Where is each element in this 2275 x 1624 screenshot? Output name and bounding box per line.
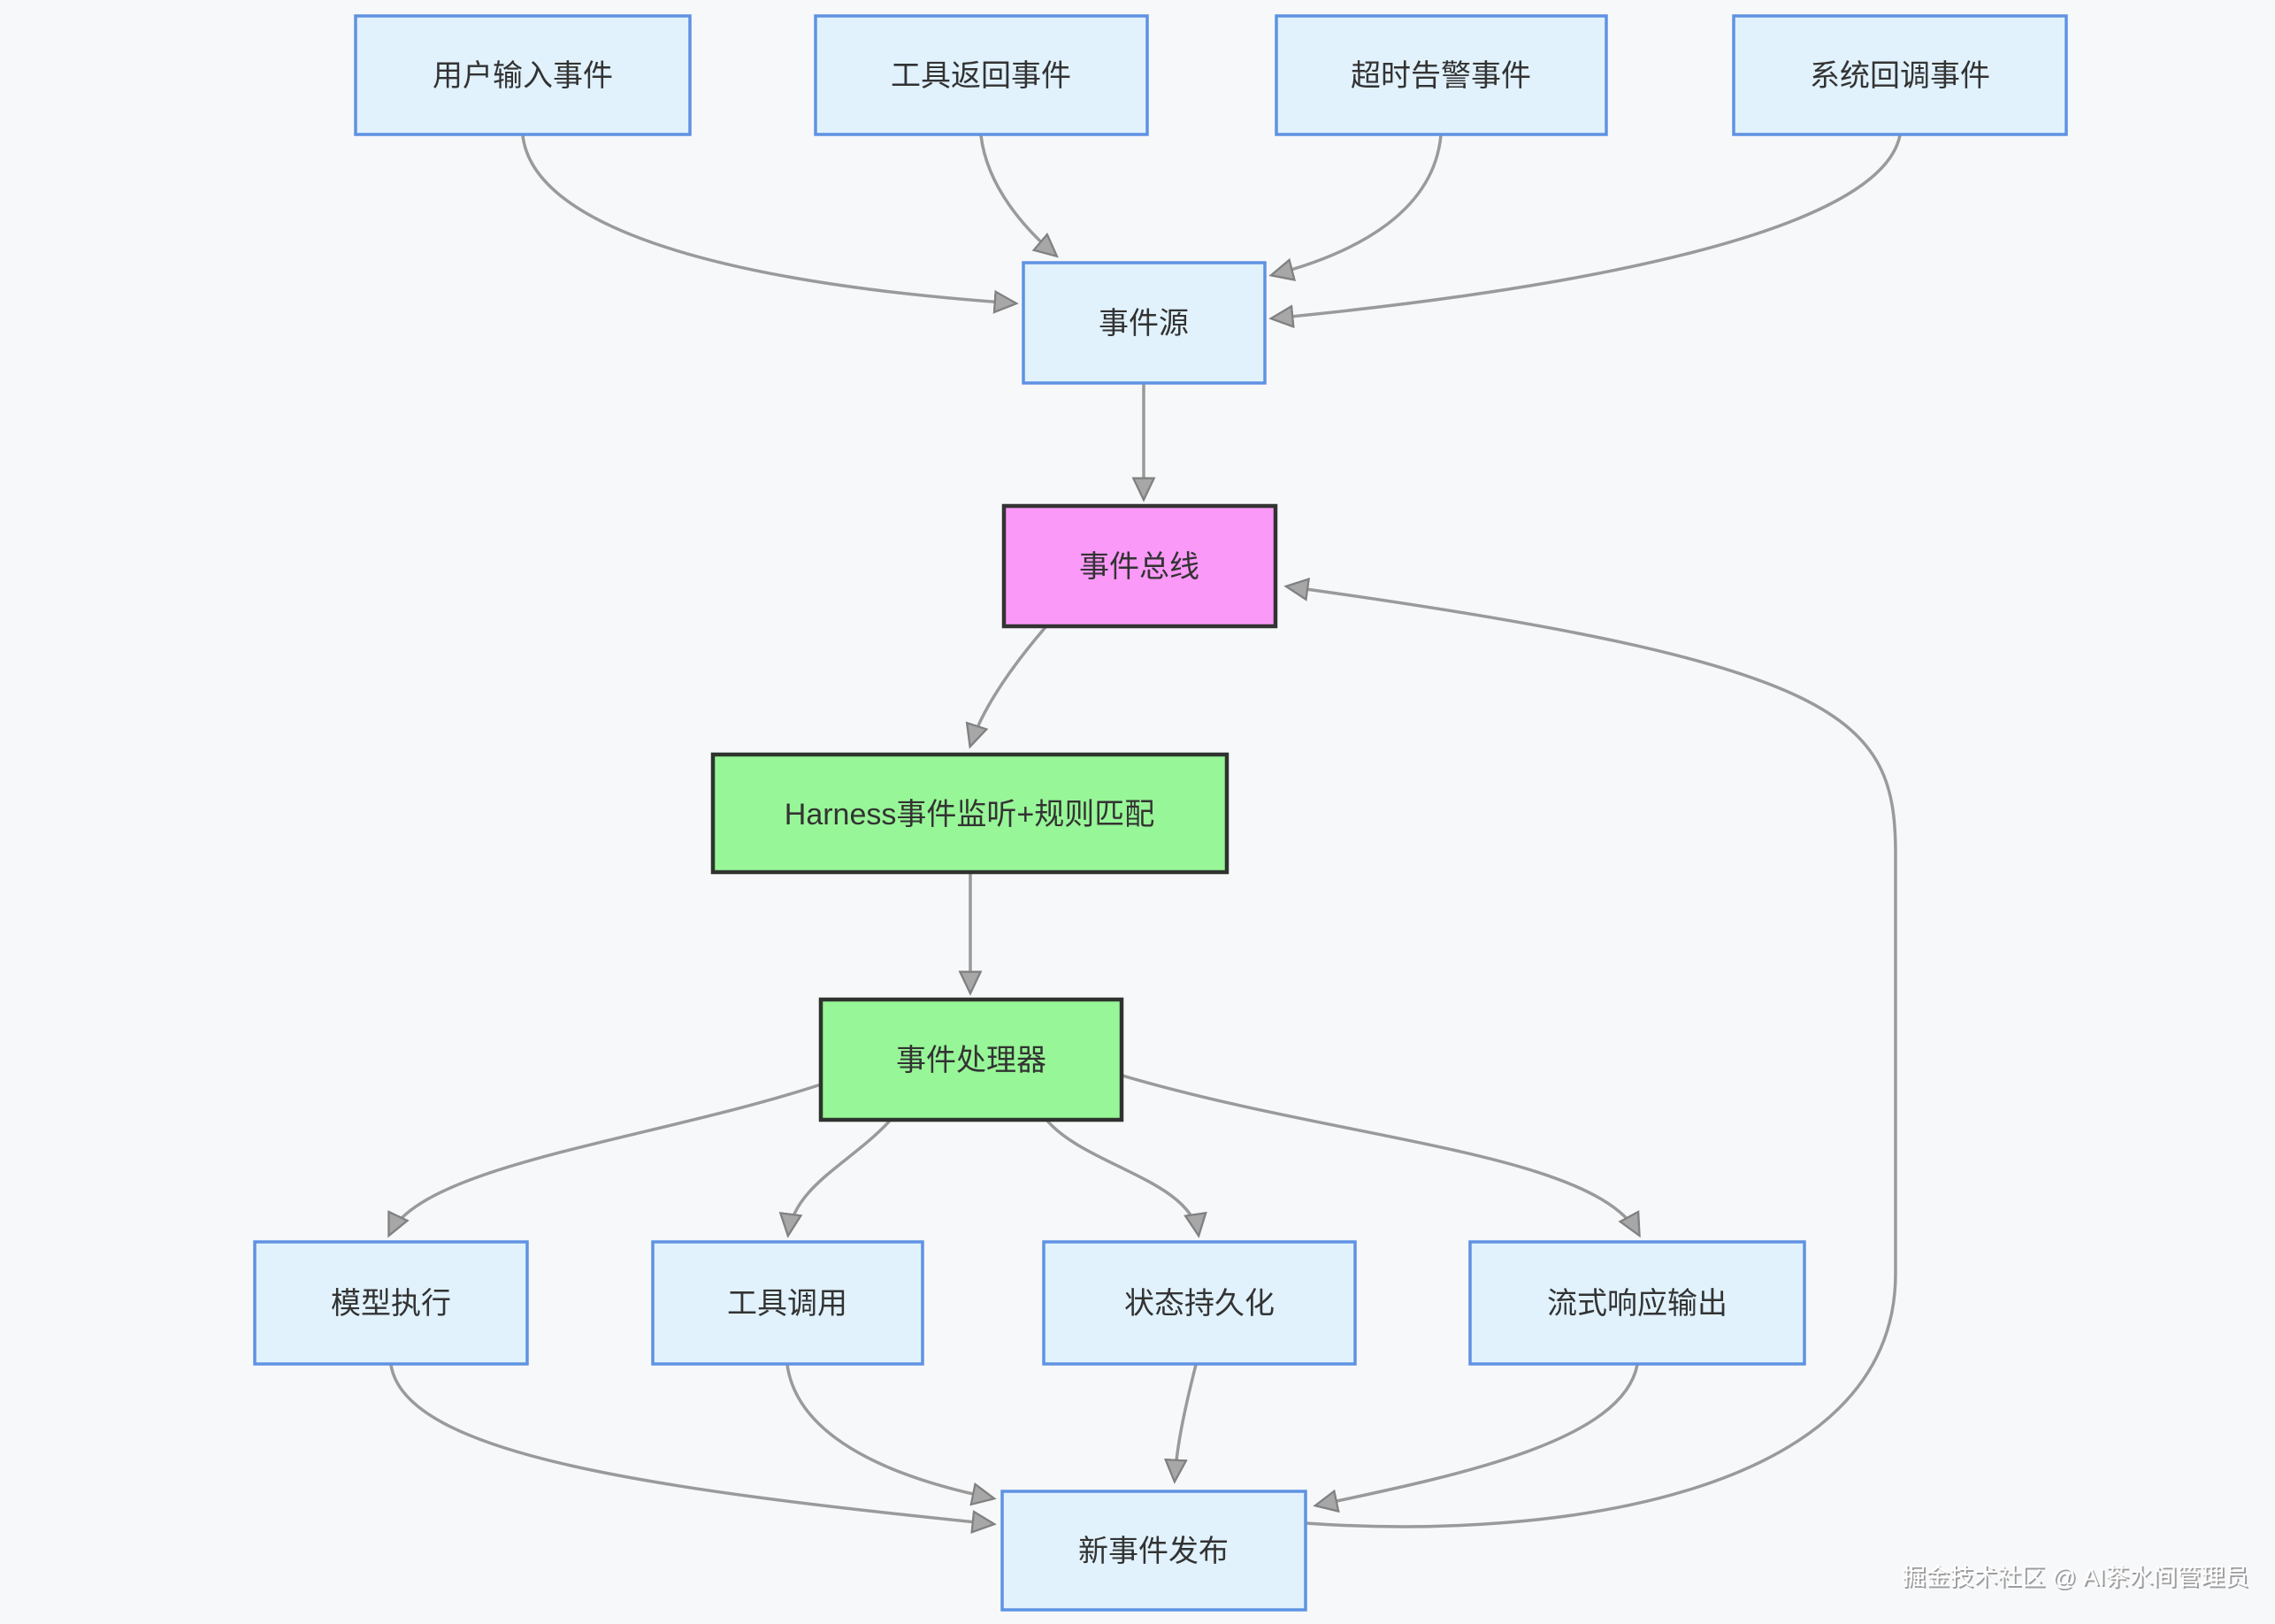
node-tool-return-event: 工具返回事件 [814, 14, 1149, 136]
tool-invocation-label: 工具调用 [727, 1287, 847, 1321]
edge-new-event-loop-to-event-bus [1287, 586, 1897, 1528]
edge-state-persistence-to-new-event [1175, 1364, 1198, 1481]
system-callback-event-label: 系统回调事件 [1810, 59, 1990, 93]
edge-processor-to-model-execution [389, 1083, 822, 1235]
user-input-event-label: 用户输入事件 [433, 59, 613, 93]
node-harness-listener: Harness事件监听+规则匹配 [710, 752, 1229, 875]
edge-model-execution-to-new-event [389, 1364, 993, 1524]
node-system-callback-event: 系统回调事件 [1732, 14, 2068, 136]
edge-stream-output-to-new-event [1316, 1364, 1639, 1505]
edge-system-callback-to-event-source [1272, 134, 1902, 318]
node-event-source: 事件源 [1022, 261, 1267, 385]
harness-listener-label: Harness事件监听+规则匹配 [785, 798, 1154, 831]
model-execution-box [253, 1240, 529, 1366]
event-source-label: 事件源 [1099, 307, 1189, 341]
node-event-processor: 事件处理器 [818, 997, 1124, 1122]
timeout-alert-event-box [1275, 14, 1608, 136]
new-event-publish-label: 新事件发布 [1078, 1535, 1229, 1568]
event-bus-label: 事件总线 [1079, 550, 1199, 584]
node-tool-invocation: 工具调用 [651, 1240, 924, 1366]
tool-return-event-box [814, 14, 1149, 136]
tool-invocation-box [651, 1240, 924, 1366]
edge-layer [389, 134, 1902, 1528]
stream-response-output-label: 流式响应输出 [1547, 1287, 1727, 1321]
edge-processor-to-stream-output [1122, 1074, 1639, 1235]
system-callback-event-box [1732, 14, 2068, 136]
edge-tool-return-to-event-source [979, 134, 1056, 256]
watermark: 掘金技术社区 @ AI茶水间管理员 掘金技术社区 @ AI茶水间管理员 [1902, 1564, 2250, 1592]
tool-return-event-label: 工具返回事件 [891, 59, 1071, 93]
new-event-publish-box [1000, 1490, 1307, 1612]
state-persistence-label: 状态持久化 [1124, 1287, 1275, 1321]
event-source-box [1022, 261, 1267, 385]
timeout-alert-event-label: 超时告警事件 [1351, 59, 1531, 93]
event-bus-box [1001, 503, 1278, 629]
node-state-persistence: 状态持久化 [1042, 1240, 1357, 1366]
node-user-input-event: 用户输入事件 [354, 14, 692, 136]
node-model-execution: 模型执行 [253, 1240, 529, 1366]
model-execution-label: 模型执行 [331, 1287, 451, 1321]
edge-timeout-alert-to-event-source [1272, 134, 1443, 275]
edge-processor-to-state-persistence [1046, 1119, 1199, 1235]
edge-event-bus-to-harness [970, 625, 1047, 746]
node-event-bus: 事件总线 [1001, 503, 1278, 629]
edge-tool-invocation-to-new-event [785, 1364, 993, 1498]
node-layer: 用户输入事件 工具返回事件 超时告警事件 系统回调事件 事件源 事件总线 [253, 14, 2068, 1612]
watermark-text: 掘金技术社区 @ AI茶水间管理员 [1902, 1564, 2248, 1590]
node-new-event-publish: 新事件发布 [1000, 1490, 1307, 1612]
node-timeout-alert-event: 超时告警事件 [1275, 14, 1608, 136]
watermark-shadow-text: 掘金技术社区 @ AI茶水间管理员 [1903, 1566, 2250, 1592]
harness-listener-box [710, 752, 1229, 875]
node-stream-response-output: 流式响应输出 [1468, 1240, 1806, 1366]
stream-response-output-box [1468, 1240, 1806, 1366]
user-input-event-box [354, 14, 692, 136]
event-processor-box [818, 997, 1124, 1122]
edge-processor-to-tool-invocation [788, 1119, 892, 1235]
edge-user-input-to-event-source [521, 134, 1015, 303]
state-persistence-box [1042, 1240, 1357, 1366]
event-processor-label: 事件处理器 [896, 1044, 1046, 1077]
